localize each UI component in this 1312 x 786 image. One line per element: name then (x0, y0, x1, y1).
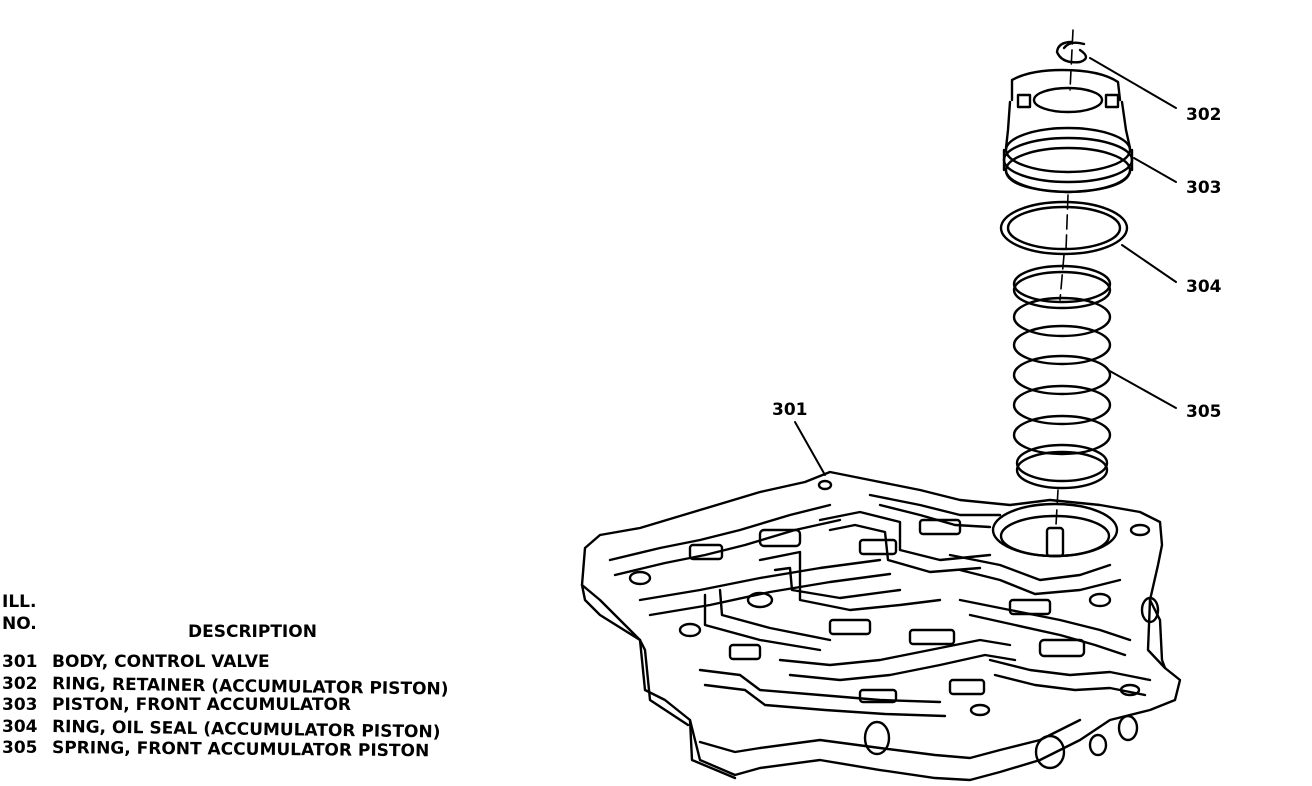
legend-item-number: 302 (2, 673, 38, 694)
legend-row: 305 SPRING, FRONT ACCUMULATOR PISTON (2, 738, 449, 762)
leader-301 (794, 421, 826, 476)
legend-item-number: 305 (2, 738, 38, 758)
callout-301: 301 (772, 400, 808, 420)
callout-302: 302 (1186, 105, 1222, 125)
header-no: NO. (2, 614, 37, 634)
callout-304: 304 (1186, 277, 1222, 297)
callout-305: 305 (1186, 402, 1222, 422)
legend-item-number: 301 (2, 652, 38, 672)
legend-row: 301 BODY, CONTROL VALVE (2, 652, 449, 674)
assembly-axis-line (1055, 29, 1074, 526)
leader-303 (1133, 157, 1177, 183)
legend-item-number: 304 (2, 716, 38, 737)
legend-rows: 301 BODY, CONTROL VALVE 302 RING, RETAIN… (2, 652, 449, 762)
front-accumulator-spring (1012, 264, 1112, 490)
legend-item-description: PISTON, FRONT ACCUMULATOR (52, 695, 352, 715)
leader-305 (1107, 369, 1177, 409)
leader-lines (794, 57, 1177, 476)
legend-row: 303 PISTON, FRONT ACCUMULATOR (2, 695, 449, 717)
header-description: DESCRIPTION (188, 622, 317, 642)
legend-item-description: BODY, CONTROL VALVE (52, 652, 270, 672)
oil-seal-ring (999, 200, 1129, 256)
legend-row: 304 RING, OIL SEAL (ACCUMULATOR PISTON) (2, 716, 449, 742)
front-accumulator-piston (1002, 68, 1134, 194)
leader-304 (1121, 244, 1177, 283)
callout-303: 303 (1186, 178, 1222, 198)
legend-item-description: SPRING, FRONT ACCUMULATOR PISTON (51, 738, 430, 762)
leader-302 (1089, 57, 1177, 109)
legend-item-number: 303 (2, 695, 38, 715)
control-valve-body (580, 470, 1182, 782)
legend-row: 302 RING, RETAINER (ACCUMULATOR PISTON) (2, 673, 449, 700)
header-ill: ILL. (2, 592, 37, 612)
